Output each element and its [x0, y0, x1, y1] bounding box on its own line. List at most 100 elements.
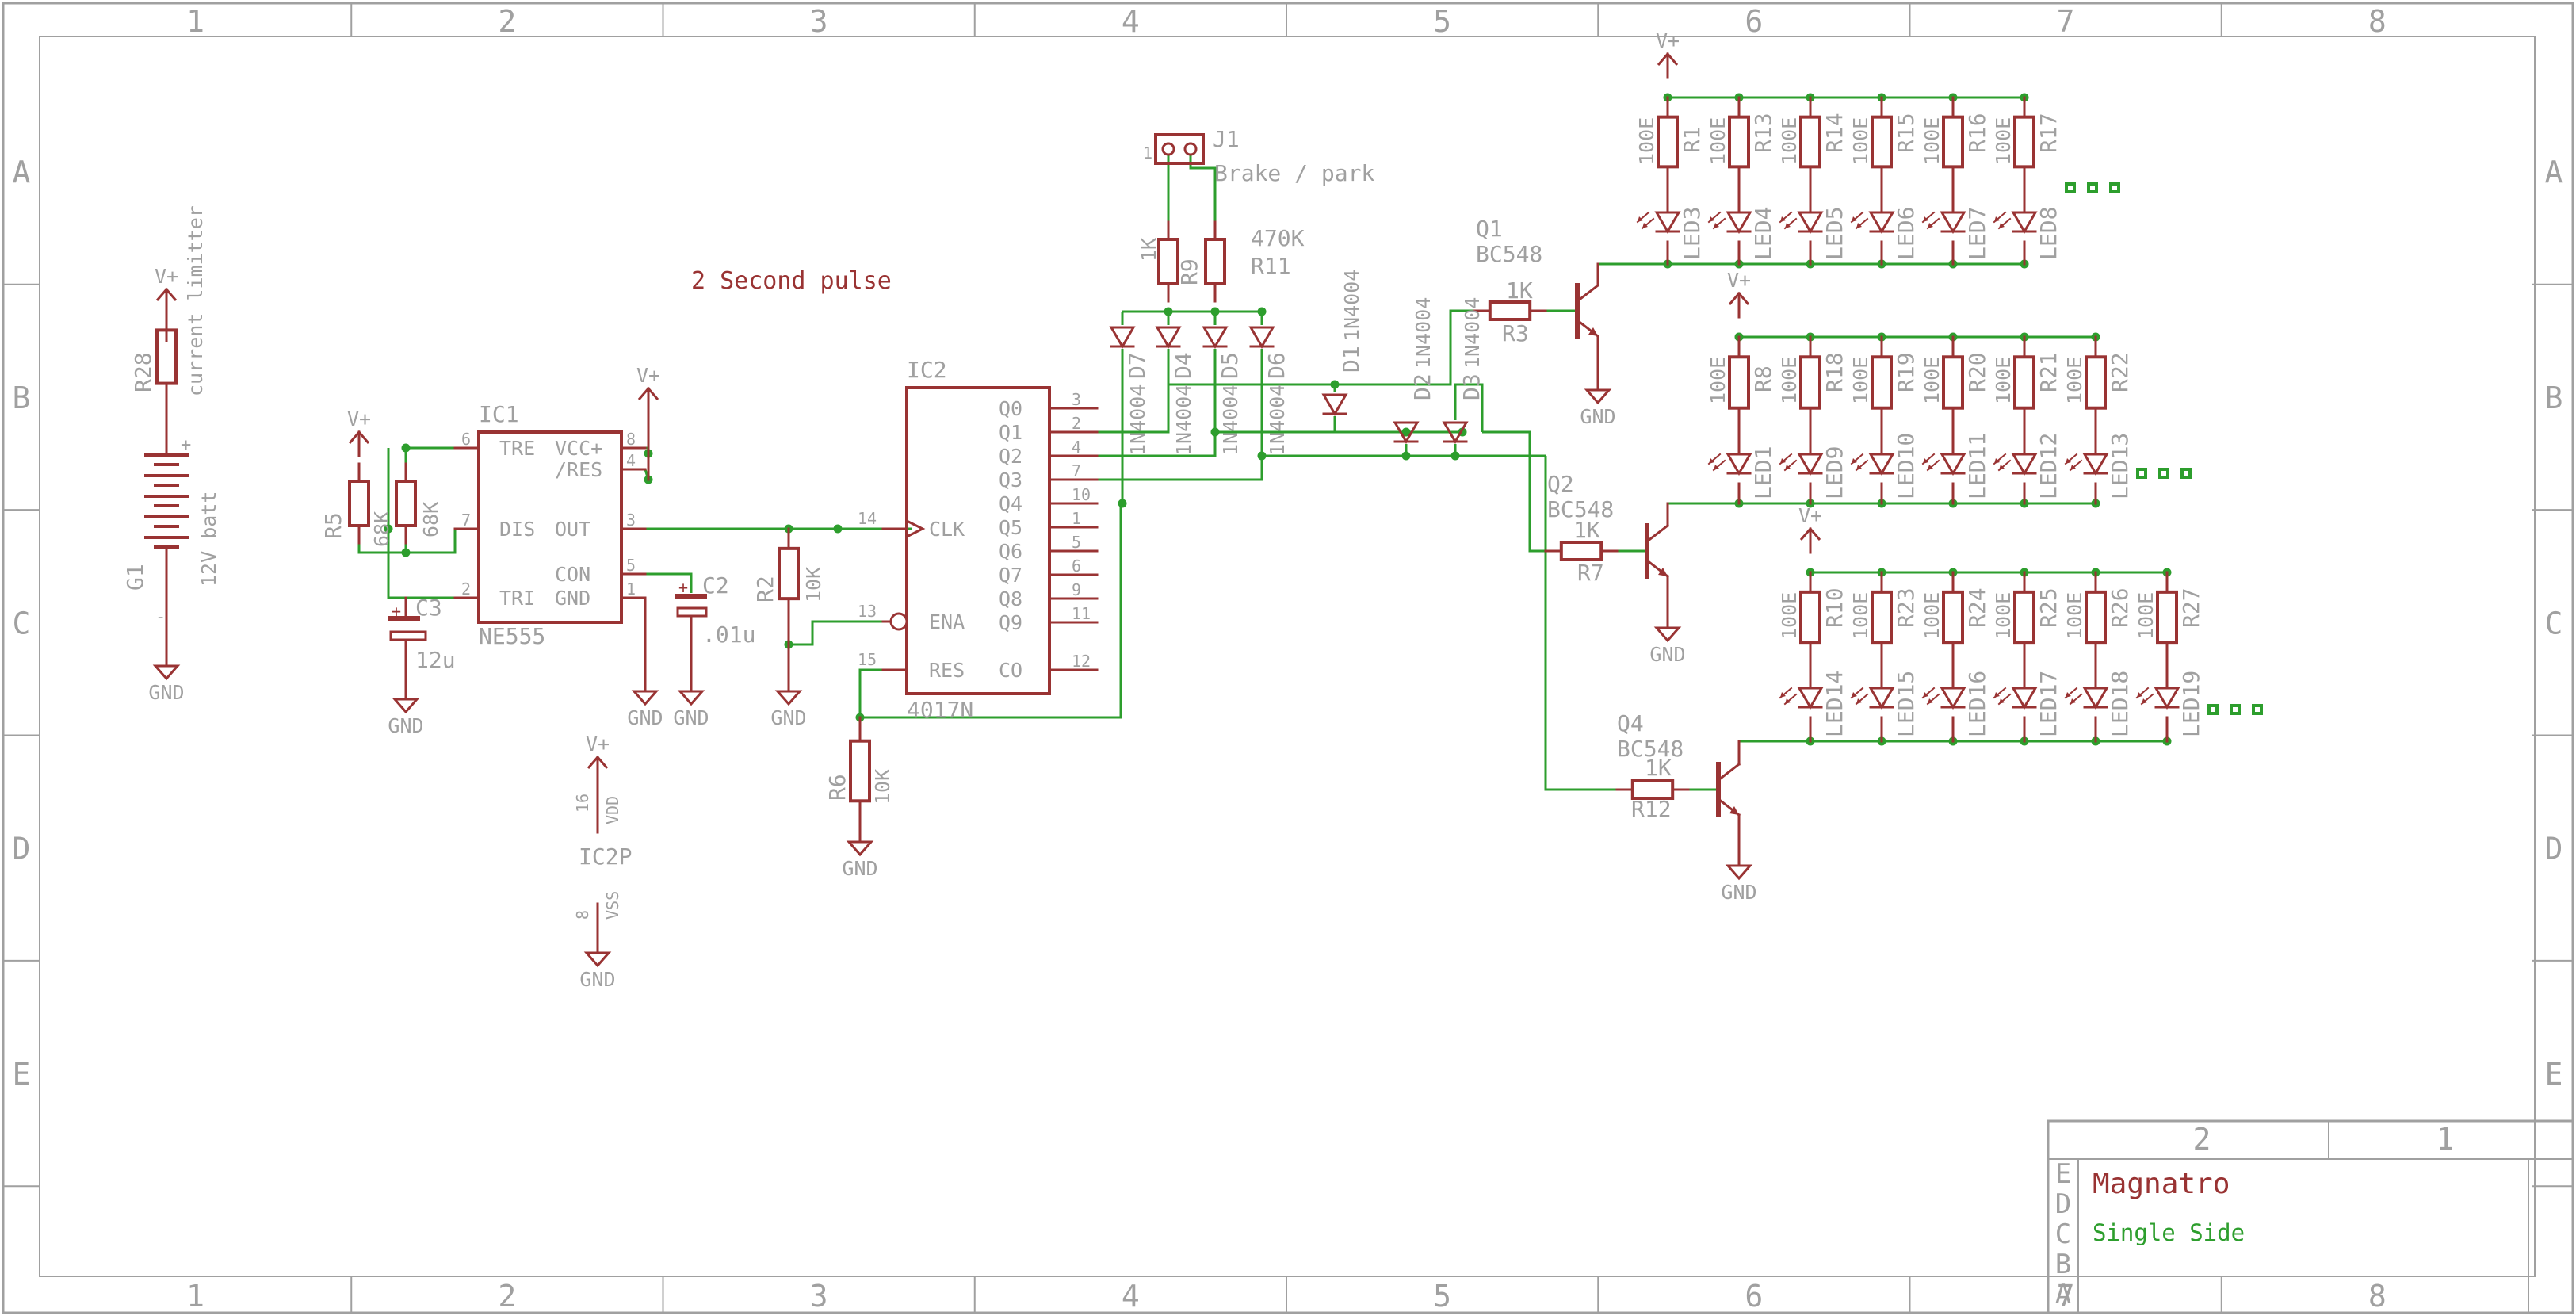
led-resistor-body	[2085, 590, 2107, 645]
led-resistor-body	[2085, 355, 2107, 410]
frame-row-label-left: E	[13, 1057, 31, 1092]
junction-dot	[401, 443, 411, 453]
r9-ref: R9	[1176, 258, 1202, 285]
led-ref: LED16	[1964, 671, 1990, 737]
ic1-body	[477, 430, 623, 624]
led-resistor-value: 100E	[1778, 592, 1801, 640]
frame-col-label-bottom: 6	[1745, 1279, 1763, 1314]
c2-plus: +	[678, 578, 688, 597]
led-ref: LED12	[2035, 433, 2062, 499]
led-resistor-body	[2013, 115, 2035, 169]
ic1-pin-number: 4	[626, 451, 636, 470]
led-arrowhead	[2066, 458, 2076, 470]
j1-body	[1154, 133, 1205, 165]
wire	[858, 668, 883, 717]
diode-d1	[1321, 393, 1348, 416]
ic1-pin-number: 1	[626, 580, 636, 599]
led-resistor-ref: R17	[2035, 113, 2062, 153]
ic2-pin-number: 10	[1072, 485, 1091, 504]
frame-col-label-top: 4	[1122, 4, 1140, 39]
ic2-pin-number: 5	[1072, 533, 1081, 552]
ic1-pin-name: OUT	[555, 518, 590, 541]
led-symbol	[1868, 211, 1895, 234]
led-arrowhead	[1780, 458, 1791, 470]
supply-label: V+	[1727, 269, 1751, 292]
ic2-pin-number: 7	[1072, 461, 1081, 480]
frame-col-label-top: 8	[2368, 4, 2387, 39]
title-row-label: B	[2055, 1249, 2071, 1280]
ground-symbol	[774, 690, 803, 706]
frame-row-label-left: C	[13, 606, 31, 641]
ic1-pin-name: GND	[555, 587, 590, 610]
led-ref: LED13	[2107, 433, 2133, 499]
title-row-label: C	[2055, 1218, 2071, 1250]
transistor-collector	[1575, 283, 1600, 304]
ic1-ref: IC1	[479, 401, 519, 427]
frame-row-label-right: C	[2545, 606, 2563, 641]
led-resistor-value: 100E	[1921, 357, 1943, 404]
supply-label: V+	[1798, 504, 1822, 527]
led-symbol	[1797, 687, 1824, 710]
r28-value: current limitter	[184, 205, 207, 396]
led-resistor-value: 100E	[1778, 117, 1801, 165]
led-resistor-ref: R18	[1821, 352, 1848, 392]
r3-body	[1488, 300, 1532, 321]
ic2p-vss: VSS	[603, 891, 622, 920]
q2-value: BC548	[1547, 496, 1614, 522]
q4-ref: Q4	[1617, 710, 1644, 736]
led-resistor-ref: R19	[1893, 352, 1919, 392]
transistor-emitter-arrow	[1588, 327, 1598, 336]
r68k-body	[395, 480, 417, 527]
frame-row-label-right: E	[2545, 1057, 2563, 1092]
led-resistor-ref: R20	[1964, 352, 1990, 392]
led-resistor-ref: R14	[1821, 113, 1848, 153]
ic1-pin-number: 8	[626, 430, 636, 449]
title-block-title: Magnatro	[2093, 1168, 2230, 1200]
led-symbol	[1726, 453, 1752, 476]
transistor-collector	[1645, 523, 1670, 544]
supply-arrow	[1799, 526, 1821, 541]
ic1-pin-name: TRE	[499, 437, 535, 460]
led-ref: LED4	[1750, 207, 1776, 260]
led-arrowhead	[1709, 458, 1719, 470]
wire	[1097, 349, 1263, 481]
wire	[1544, 456, 1617, 791]
led-arrowhead	[1852, 216, 1862, 228]
led-arrowhead	[1638, 216, 1648, 228]
supply-arrow	[1657, 52, 1679, 66]
diode-d6	[1248, 326, 1275, 349]
ic1-pin-number: 6	[461, 430, 471, 449]
led-symbol	[1726, 211, 1752, 234]
continuation-dot-inner	[2068, 186, 2073, 190]
continuation-dot-inner	[2233, 707, 2238, 712]
continuation-dot-inner	[2255, 707, 2260, 712]
led-ref: LED15	[1893, 671, 1919, 737]
diode-d5	[1202, 326, 1229, 349]
diode-value: 1N4004	[1126, 384, 1149, 456]
q2-ref: Q2	[1547, 471, 1574, 497]
supply-label: V+	[636, 364, 660, 387]
diode-value: 1N4004	[1266, 384, 1289, 456]
led-resistor-value: 100E	[1992, 592, 2015, 640]
supply-arrow	[155, 287, 178, 301]
ic1-pin-name: VCC+	[555, 437, 602, 460]
ic2-pin-number: 14	[858, 509, 877, 528]
led-resistor-value: 100E	[2135, 592, 2157, 640]
led-ref: LED14	[1821, 671, 1848, 737]
frame-col-label-top: 2	[498, 4, 516, 39]
r12-value: 1K	[1645, 755, 1672, 781]
title-col-label: 2	[2193, 1122, 2211, 1157]
led-resistor-value: 100E	[1849, 117, 1872, 165]
led-resistor-ref: R1	[1679, 126, 1705, 153]
c3-value: 12u	[415, 647, 456, 673]
continuation-dot-inner	[2090, 186, 2095, 190]
led-arrowhead	[1709, 216, 1719, 228]
title-row-label: A	[2055, 1279, 2071, 1310]
diode-ref: D4	[1170, 352, 1196, 379]
ground-label: GND	[579, 968, 615, 991]
wire	[1335, 309, 1474, 386]
ground-label: GND	[770, 706, 806, 729]
